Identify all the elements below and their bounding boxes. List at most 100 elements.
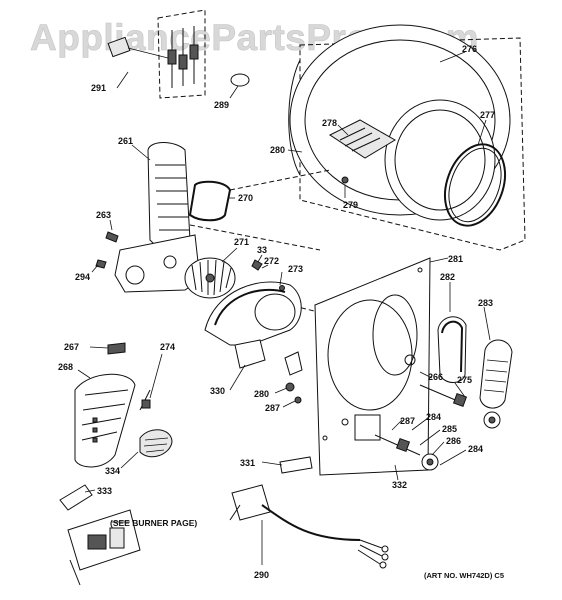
label-285: 285 — [442, 424, 457, 434]
leader-lines — [77, 51, 491, 565]
drum-light-assembly — [107, 9, 206, 99]
label-334: 334 — [105, 466, 120, 476]
cord-tab — [229, 504, 241, 521]
bulkhead-hole — [125, 265, 145, 285]
exhaust-duct — [234, 339, 266, 369]
label-33: 33 — [257, 245, 267, 255]
blower-housing-inlet — [254, 293, 296, 331]
front-panel-hole-b — [404, 354, 416, 366]
label-287: 287 — [265, 403, 280, 413]
front-panel-lint-opening — [372, 294, 418, 376]
label-283: 283 — [478, 298, 493, 308]
screw-294 — [95, 259, 107, 269]
label-275: 275 — [457, 375, 472, 385]
filter-334-mesh — [143, 437, 169, 453]
housing-screw — [279, 285, 285, 291]
label-289: 289 — [214, 100, 229, 110]
burner-assembly — [67, 509, 141, 586]
part-331 — [279, 456, 313, 474]
trim-vent-a — [92, 417, 98, 423]
label-261: 261 — [118, 136, 133, 146]
alignment-line-a — [189, 224, 321, 251]
cord-terminal-b — [381, 553, 389, 561]
lint-duct-grille — [155, 164, 189, 231]
burner-page-note: (SEE BURNER PAGE) — [110, 518, 197, 528]
label-266: 266 — [428, 372, 443, 382]
blower-wheel — [184, 257, 236, 299]
lint-filter-mesh — [483, 359, 509, 393]
label-271: 271 — [234, 237, 249, 247]
label-278: 278 — [322, 118, 337, 128]
blower-housing-body — [204, 281, 302, 346]
label-284: 284 — [426, 412, 441, 422]
label-280b: 280 — [254, 389, 269, 399]
label-284b: 284 — [468, 444, 483, 454]
bracket-333 — [59, 484, 93, 511]
front-panel-hole-c — [417, 267, 423, 273]
clip-287 — [294, 396, 302, 404]
roller-hub-286 — [426, 458, 434, 466]
blower-gasket — [214, 288, 286, 326]
burner-pipe — [69, 559, 81, 586]
art-number-note: (ART NO. WH742D) C5 — [424, 571, 504, 580]
trim-vent-c — [92, 437, 98, 443]
trim-vent-b — [92, 427, 98, 433]
label-286: 286 — [446, 436, 461, 446]
drum-assembly — [288, 24, 526, 251]
roller-bearing-a — [452, 392, 468, 408]
label-267: 267 — [64, 342, 79, 352]
label-287b: 287 — [400, 416, 415, 426]
light-assembly-box — [157, 9, 206, 99]
label-263: 263 — [96, 210, 111, 220]
drum-opening — [384, 99, 496, 221]
screw-263 — [105, 231, 119, 243]
light-connector-a — [167, 49, 177, 65]
roller-shaft-a — [419, 384, 461, 403]
lint-duct — [114, 142, 201, 293]
roller-hub-275 — [488, 416, 496, 424]
label-282: 282 — [440, 272, 455, 282]
label-291: 291 — [91, 83, 106, 93]
baffle-screw — [341, 176, 349, 184]
label-332: 332 — [392, 480, 407, 490]
front-panel-hole-a — [341, 418, 349, 426]
bulkhead-hole-2 — [163, 255, 177, 269]
roller-bearing-b — [395, 437, 411, 453]
blower-housing — [204, 281, 302, 346]
label-290: 290 — [254, 570, 269, 580]
label-274: 274 — [160, 342, 175, 352]
lint-filter — [479, 339, 513, 409]
filter-334 — [139, 429, 173, 458]
baffle-ribs — [339, 127, 381, 152]
screw-33 — [251, 259, 263, 271]
burner-valve — [87, 534, 107, 550]
drum-back-edge — [288, 59, 301, 176]
label-333: 333 — [97, 486, 112, 496]
label-331: 331 — [240, 458, 255, 468]
front-panel-hole-d — [322, 435, 328, 441]
light-socket — [107, 36, 131, 58]
label-270: 270 — [238, 193, 253, 203]
drum-opening-inner — [394, 109, 486, 211]
cord-terminal-a — [381, 545, 389, 553]
light-lens — [230, 73, 250, 87]
label-277: 277 — [480, 110, 495, 120]
light-connector-c — [189, 44, 199, 60]
label-276: 276 — [462, 44, 477, 54]
lint-filter-body — [479, 339, 513, 409]
burner-coil — [109, 527, 125, 549]
drum-seal-ring-inner — [448, 147, 502, 223]
drum-seal-ring — [444, 143, 506, 227]
part-267 — [107, 342, 126, 355]
cord-terminal-c — [379, 561, 387, 569]
label-273: 273 — [288, 264, 303, 274]
lint-filter-seal — [441, 320, 464, 373]
front-panel-body — [314, 257, 431, 476]
front-bulkhead-lower — [114, 234, 201, 293]
label-272: 272 — [264, 256, 279, 266]
label-268: 268 — [58, 362, 73, 372]
power-cord-cable — [261, 504, 361, 541]
duct-seal — [188, 180, 232, 222]
